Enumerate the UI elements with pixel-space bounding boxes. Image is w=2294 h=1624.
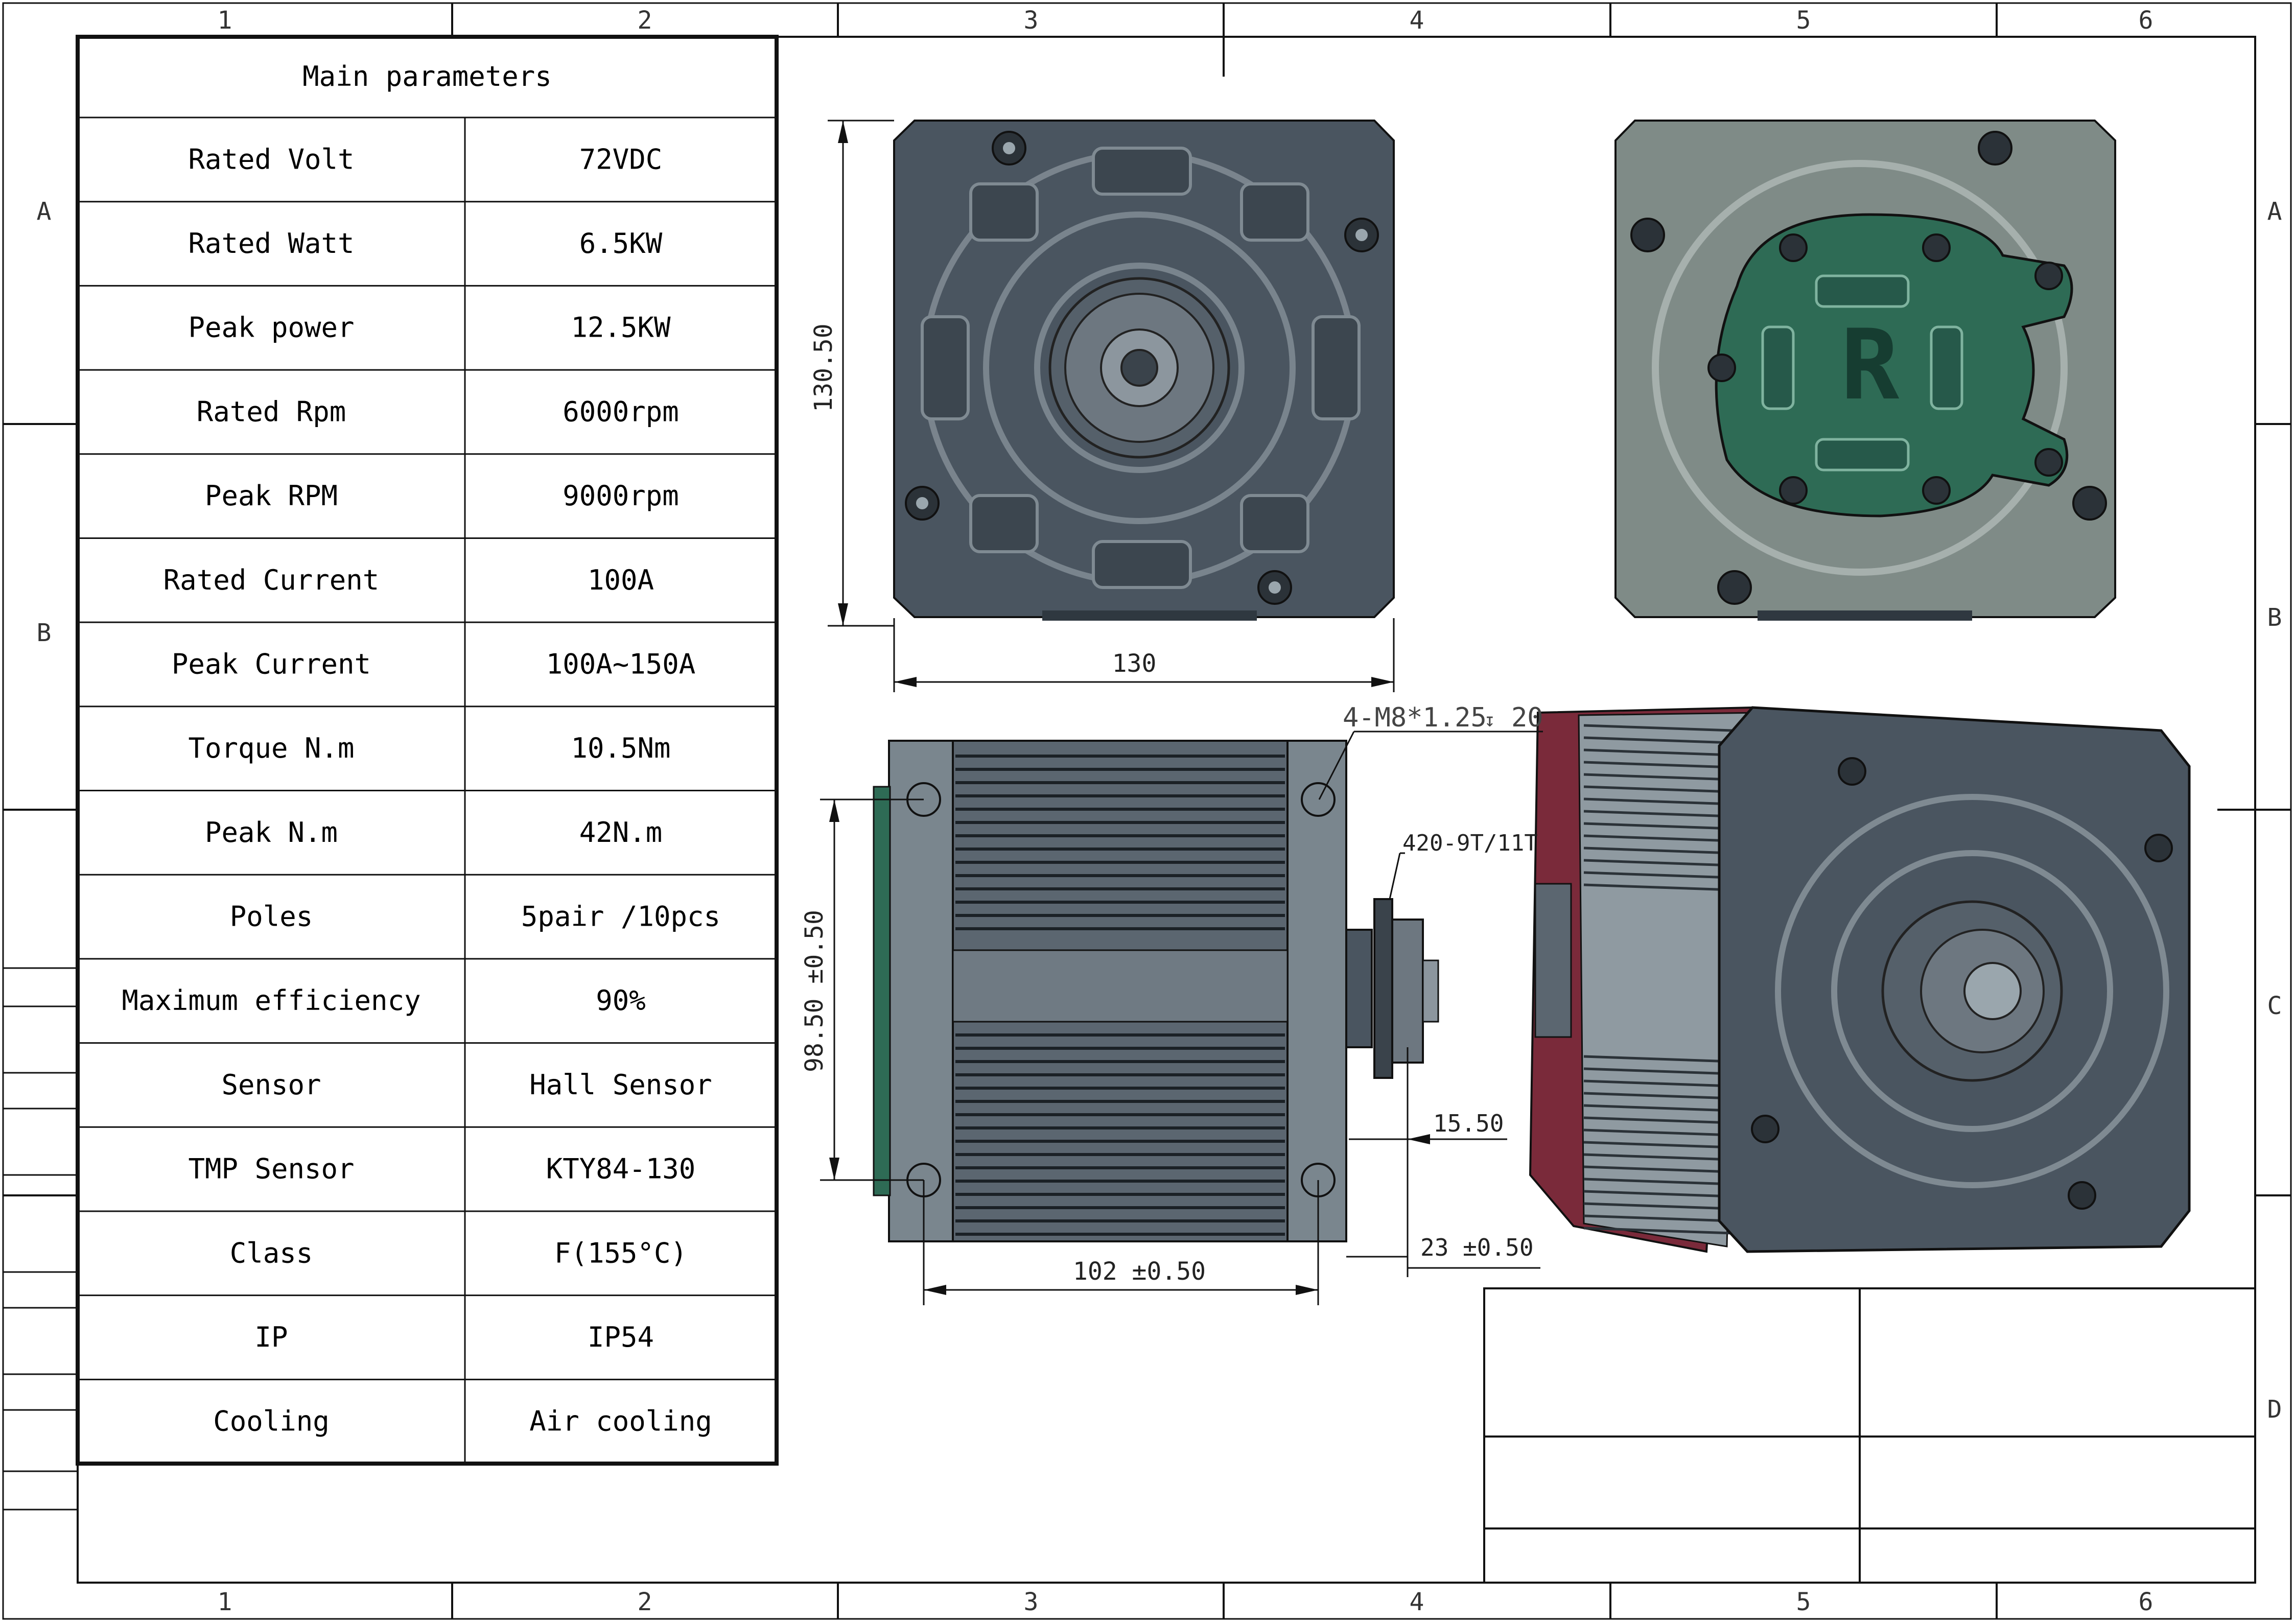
row-label-c-right: C bbox=[2267, 992, 2282, 1020]
col-label-2-bottom: 2 bbox=[638, 1588, 652, 1616]
param-value: Hall Sensor bbox=[529, 1069, 712, 1101]
column-labels: 1 2 3 4 5 6 1 2 3 4 5 6 bbox=[218, 6, 2153, 1616]
col-label-4-bottom: 4 bbox=[1410, 1588, 1424, 1616]
dim-body-length: 102 ±0.50 bbox=[1073, 1257, 1206, 1286]
param-value: 6000rpm bbox=[563, 395, 679, 428]
title-block bbox=[1483, 1287, 2256, 1584]
front-view bbox=[893, 120, 1395, 621]
param-label: Cooling bbox=[213, 1405, 330, 1438]
col-label-3-bottom: 3 bbox=[1024, 1588, 1039, 1616]
param-label: TMP Sensor bbox=[188, 1153, 354, 1185]
brand-logo-mark: R bbox=[1841, 309, 1900, 421]
row-label-a: A bbox=[37, 197, 52, 226]
param-label: Rated Volt bbox=[188, 143, 354, 175]
param-label: Torque N.m bbox=[188, 732, 354, 764]
param-value: 100A~150A bbox=[546, 648, 696, 680]
parameters-table: Main parameters Rated Volt 72VDC Rated Wat… bbox=[76, 35, 779, 1466]
param-label: Peak power bbox=[188, 312, 354, 344]
side-view bbox=[873, 740, 1439, 1242]
dimension-texts: 130.50 130 4-M8*1.25 ↧ 20 420-9T/11T 98.… bbox=[800, 323, 1543, 1286]
dim-thread-depth: 20 bbox=[1511, 702, 1543, 733]
row-labels: A B A B C D bbox=[37, 197, 2282, 1424]
param-value: 6.5KW bbox=[579, 227, 663, 260]
dim-thread-callout: 4-M8*1.25 bbox=[1343, 702, 1487, 733]
param-value: F(155°C) bbox=[554, 1237, 687, 1269]
dim-front-width: 130 bbox=[1112, 649, 1157, 678]
param-value: 42N.m bbox=[579, 816, 663, 849]
table-title: Main parameters bbox=[302, 60, 552, 92]
depth-symbol-icon: ↧ bbox=[1484, 710, 1495, 731]
param-value: Air cooling bbox=[529, 1405, 712, 1438]
dimension-arrows bbox=[829, 121, 1430, 1295]
dim-shaft-offset: 15.50 bbox=[1433, 1110, 1504, 1137]
row-label-b-right: B bbox=[2267, 603, 2282, 632]
param-label: Rated Current bbox=[163, 564, 380, 596]
param-label: Peak RPM bbox=[205, 480, 338, 512]
param-value: IP54 bbox=[588, 1321, 654, 1353]
param-value: 100A bbox=[588, 564, 654, 596]
param-value: 10.5Nm bbox=[571, 732, 670, 764]
param-value: 72VDC bbox=[579, 143, 663, 175]
param-value: 90% bbox=[596, 984, 646, 1017]
param-label: IP bbox=[254, 1321, 288, 1353]
col-label-6-bottom: 6 bbox=[2139, 1588, 2153, 1616]
row-label-d-right: D bbox=[2267, 1395, 2282, 1424]
dimension-lines bbox=[820, 120, 1543, 1305]
col-label-3: 3 bbox=[1024, 6, 1039, 35]
isometric-view bbox=[1529, 706, 2191, 1253]
param-label: Peak N.m bbox=[205, 816, 338, 849]
param-value: 12.5KW bbox=[571, 312, 671, 344]
param-label: Class bbox=[230, 1237, 313, 1269]
param-label: Poles bbox=[230, 901, 313, 933]
row-label-a-right: A bbox=[2267, 197, 2282, 226]
param-value: KTY84-130 bbox=[546, 1153, 696, 1185]
param-label: Rated Rpm bbox=[197, 395, 346, 428]
col-label-5: 5 bbox=[1796, 6, 1811, 35]
col-label-2: 2 bbox=[638, 6, 652, 35]
rear-view: R bbox=[1614, 120, 2116, 621]
param-value: 9000rpm bbox=[563, 480, 679, 512]
param-label: Sensor bbox=[221, 1069, 321, 1101]
col-label-4: 4 bbox=[1410, 6, 1424, 35]
param-value: 5pair /10pcs bbox=[521, 901, 720, 933]
col-label-1: 1 bbox=[218, 6, 232, 35]
row-label-b: B bbox=[37, 619, 52, 647]
dim-side-height: 98.50 ±0.50 bbox=[800, 910, 829, 1072]
dim-sprocket: 420-9T/11T bbox=[1402, 830, 1538, 856]
param-label: Maximum efficiency bbox=[122, 984, 420, 1017]
param-label: Peak Current bbox=[172, 648, 371, 680]
col-label-1-bottom: 1 bbox=[218, 1588, 232, 1616]
dim-front-height: 130.50 bbox=[809, 323, 838, 412]
dim-shaft-length: 23 ±0.50 bbox=[1420, 1234, 1534, 1261]
col-label-6: 6 bbox=[2139, 6, 2153, 35]
param-label: Rated Watt bbox=[188, 227, 354, 260]
col-label-5-bottom: 5 bbox=[1796, 1588, 1811, 1616]
